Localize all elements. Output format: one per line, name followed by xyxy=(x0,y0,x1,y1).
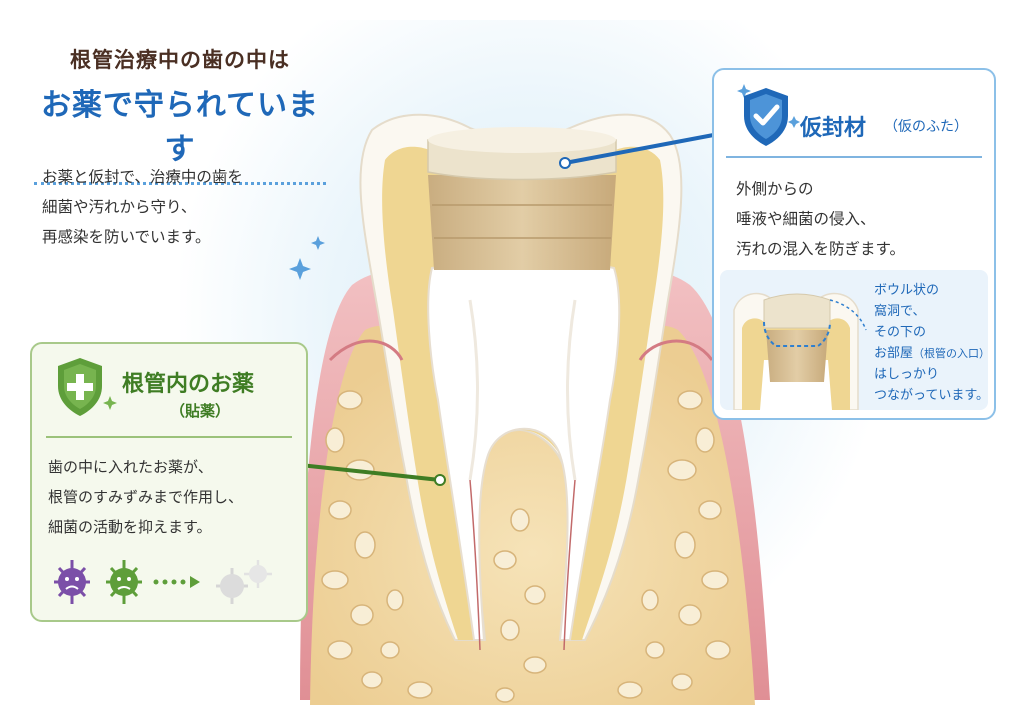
dotted-divider xyxy=(34,182,326,185)
faded-germ-icon xyxy=(216,560,272,604)
heading-line-1: 根管治療中の歯の中は xyxy=(70,48,290,72)
note-small: （根管の入口） xyxy=(913,347,991,360)
cavity-note: ボウル状の 窩洞で、 その下の お部屋（根管の入口） はしっかり つながっていま… xyxy=(874,280,990,406)
temporary-seal xyxy=(427,127,617,181)
medicine-card-body: 歯の中に入れたお薬が、 根管のすみずみまで作用し、 細菌の活動を抑えます。 xyxy=(48,452,243,542)
medicine-card: 根管内のお薬 （貼薬） 歯の中に入れたお薬が、 根管のすみずみまで作用し、 細菌… xyxy=(30,342,308,622)
heading-block: 根管治療中の歯の中は お薬で守られています xyxy=(30,44,330,185)
temp-seal-card-title: 仮封材 xyxy=(800,116,867,141)
intro-line: 再感染を防いでいます。 xyxy=(42,228,211,246)
root-canal xyxy=(427,262,621,651)
shield-check-icon xyxy=(737,84,800,146)
medicine-pointer-dot xyxy=(434,474,446,486)
body-line: 汚れの混入を防ぎます。 xyxy=(736,240,905,258)
intro-text: お薬と仮封で、治療中の歯を 細菌や汚れから守り、 再感染を防いでいます。 xyxy=(42,162,243,252)
dotted-arrow-icon xyxy=(153,576,200,588)
note-text: お部屋 xyxy=(874,346,914,361)
germ-sequence xyxy=(54,560,272,604)
note-line: 窩洞で、 xyxy=(874,304,926,319)
medicine-fill xyxy=(428,175,616,270)
body-line: 細菌の活動を抑えます。 xyxy=(48,518,212,536)
note-line: つながっています。 xyxy=(874,388,990,403)
gum-line xyxy=(638,339,714,361)
purple-germ-icon xyxy=(54,560,90,604)
medicine-card-subtitle: （貼薬） xyxy=(170,402,231,420)
seal-pointer-line xyxy=(564,128,741,165)
body-line: 外側からの xyxy=(736,180,814,198)
body-line: 歯の中に入れたお薬が、 xyxy=(48,458,213,476)
temp-seal-card-title-note: （仮のふた） xyxy=(884,119,968,135)
note-line: はしっかり xyxy=(874,367,940,382)
note-line: お部屋（根管の入口） xyxy=(874,343,990,364)
divider xyxy=(46,436,292,438)
gum-line xyxy=(328,339,404,362)
medicine-pointer-line xyxy=(299,463,441,482)
note-line: ボウル状の xyxy=(874,283,940,298)
body-line: 根管のすみずみまで作用し、 xyxy=(48,488,244,506)
temp-seal-card: 仮封材 （仮のふた） 外側からの 唾液や細菌の侵入、 汚れの混入を防ぎます。 ボ… xyxy=(712,68,996,420)
body-line: 唾液や細菌の侵入、 xyxy=(736,210,876,228)
medicine-card-title: 根管内のお薬 xyxy=(122,372,255,397)
heading-line-2: お薬で守られています xyxy=(40,88,320,167)
intro-line: 細菌や汚れから守り、 xyxy=(42,198,197,216)
cavity-detail-illustration xyxy=(733,292,867,411)
intro-line: お薬と仮封で、治療中の歯を xyxy=(42,168,243,186)
green-germ-icon xyxy=(106,560,142,604)
note-line: その下の xyxy=(874,325,927,340)
divider xyxy=(726,156,982,158)
cavity-detail-inset xyxy=(720,270,988,411)
shield-plus-icon xyxy=(58,358,117,416)
sparkle-icons xyxy=(289,236,325,280)
temp-seal-card-body: 外側からの 唾液や細菌の侵入、 汚れの混入を防ぎます。 xyxy=(736,174,905,264)
seal-pointer-dot xyxy=(559,157,571,169)
